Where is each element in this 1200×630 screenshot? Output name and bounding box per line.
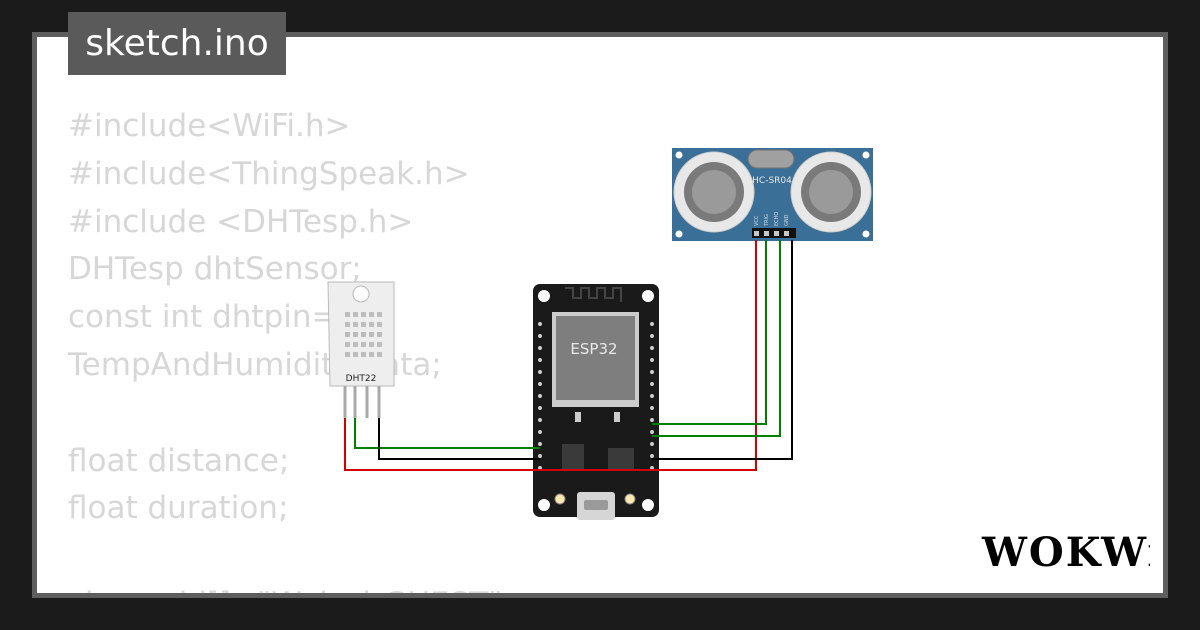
pin-label-echo: ECHO <box>774 212 780 226</box>
left-transducer <box>673 151 755 233</box>
code-line-2: #include<ThingSpeak.h> <box>68 155 470 192</box>
wokwi-logo: WOKWi <box>981 529 1150 576</box>
wire-echo <box>652 240 781 437</box>
right-transducer <box>790 151 872 233</box>
code-line-1: #include<WiFi.h> <box>68 108 351 144</box>
code-line-8: float distance; <box>68 442 290 479</box>
code-line-11: char ssid[]="Wokwi-GUEST"; <box>68 581 513 593</box>
code-background: #include<WiFi.h> #include<ThingSpeak.h> #i… <box>68 103 513 593</box>
wires <box>344 240 793 471</box>
code-line-3: #include <DHTesp.h> <box>68 203 414 240</box>
wire-trig <box>652 240 767 425</box>
wire-dht-vcc <box>344 240 757 471</box>
ultrasonic-label: HC-SR04 <box>752 176 792 186</box>
esp32-label: ESP32 <box>570 340 617 358</box>
pin-label-vcc: VCC <box>754 215 760 226</box>
wire-gnd <box>652 240 793 460</box>
code-line-9: float duration; <box>68 490 289 527</box>
pin-label-trig: TRIG <box>764 214 770 227</box>
wokwi-logo-text: WOKWi <box>981 529 1150 576</box>
ultrasonic-sensor[interactable]: HC-SR04 VCC TRIG ECHO GND <box>672 148 873 241</box>
pin-label-gnd: GND <box>784 214 790 226</box>
dht22-sensor[interactable]: DHT22 <box>327 281 395 418</box>
wire-dht-gnd <box>378 418 540 460</box>
file-tab[interactable]: sketch.ino <box>68 12 286 75</box>
code-line-4: DHTesp dhtSensor; <box>68 251 362 288</box>
usb-connector <box>577 492 615 520</box>
dht22-label: DHT22 <box>346 374 377 384</box>
wire-dht-data <box>354 418 540 449</box>
esp32-board[interactable]: ESP32 <box>533 284 659 520</box>
